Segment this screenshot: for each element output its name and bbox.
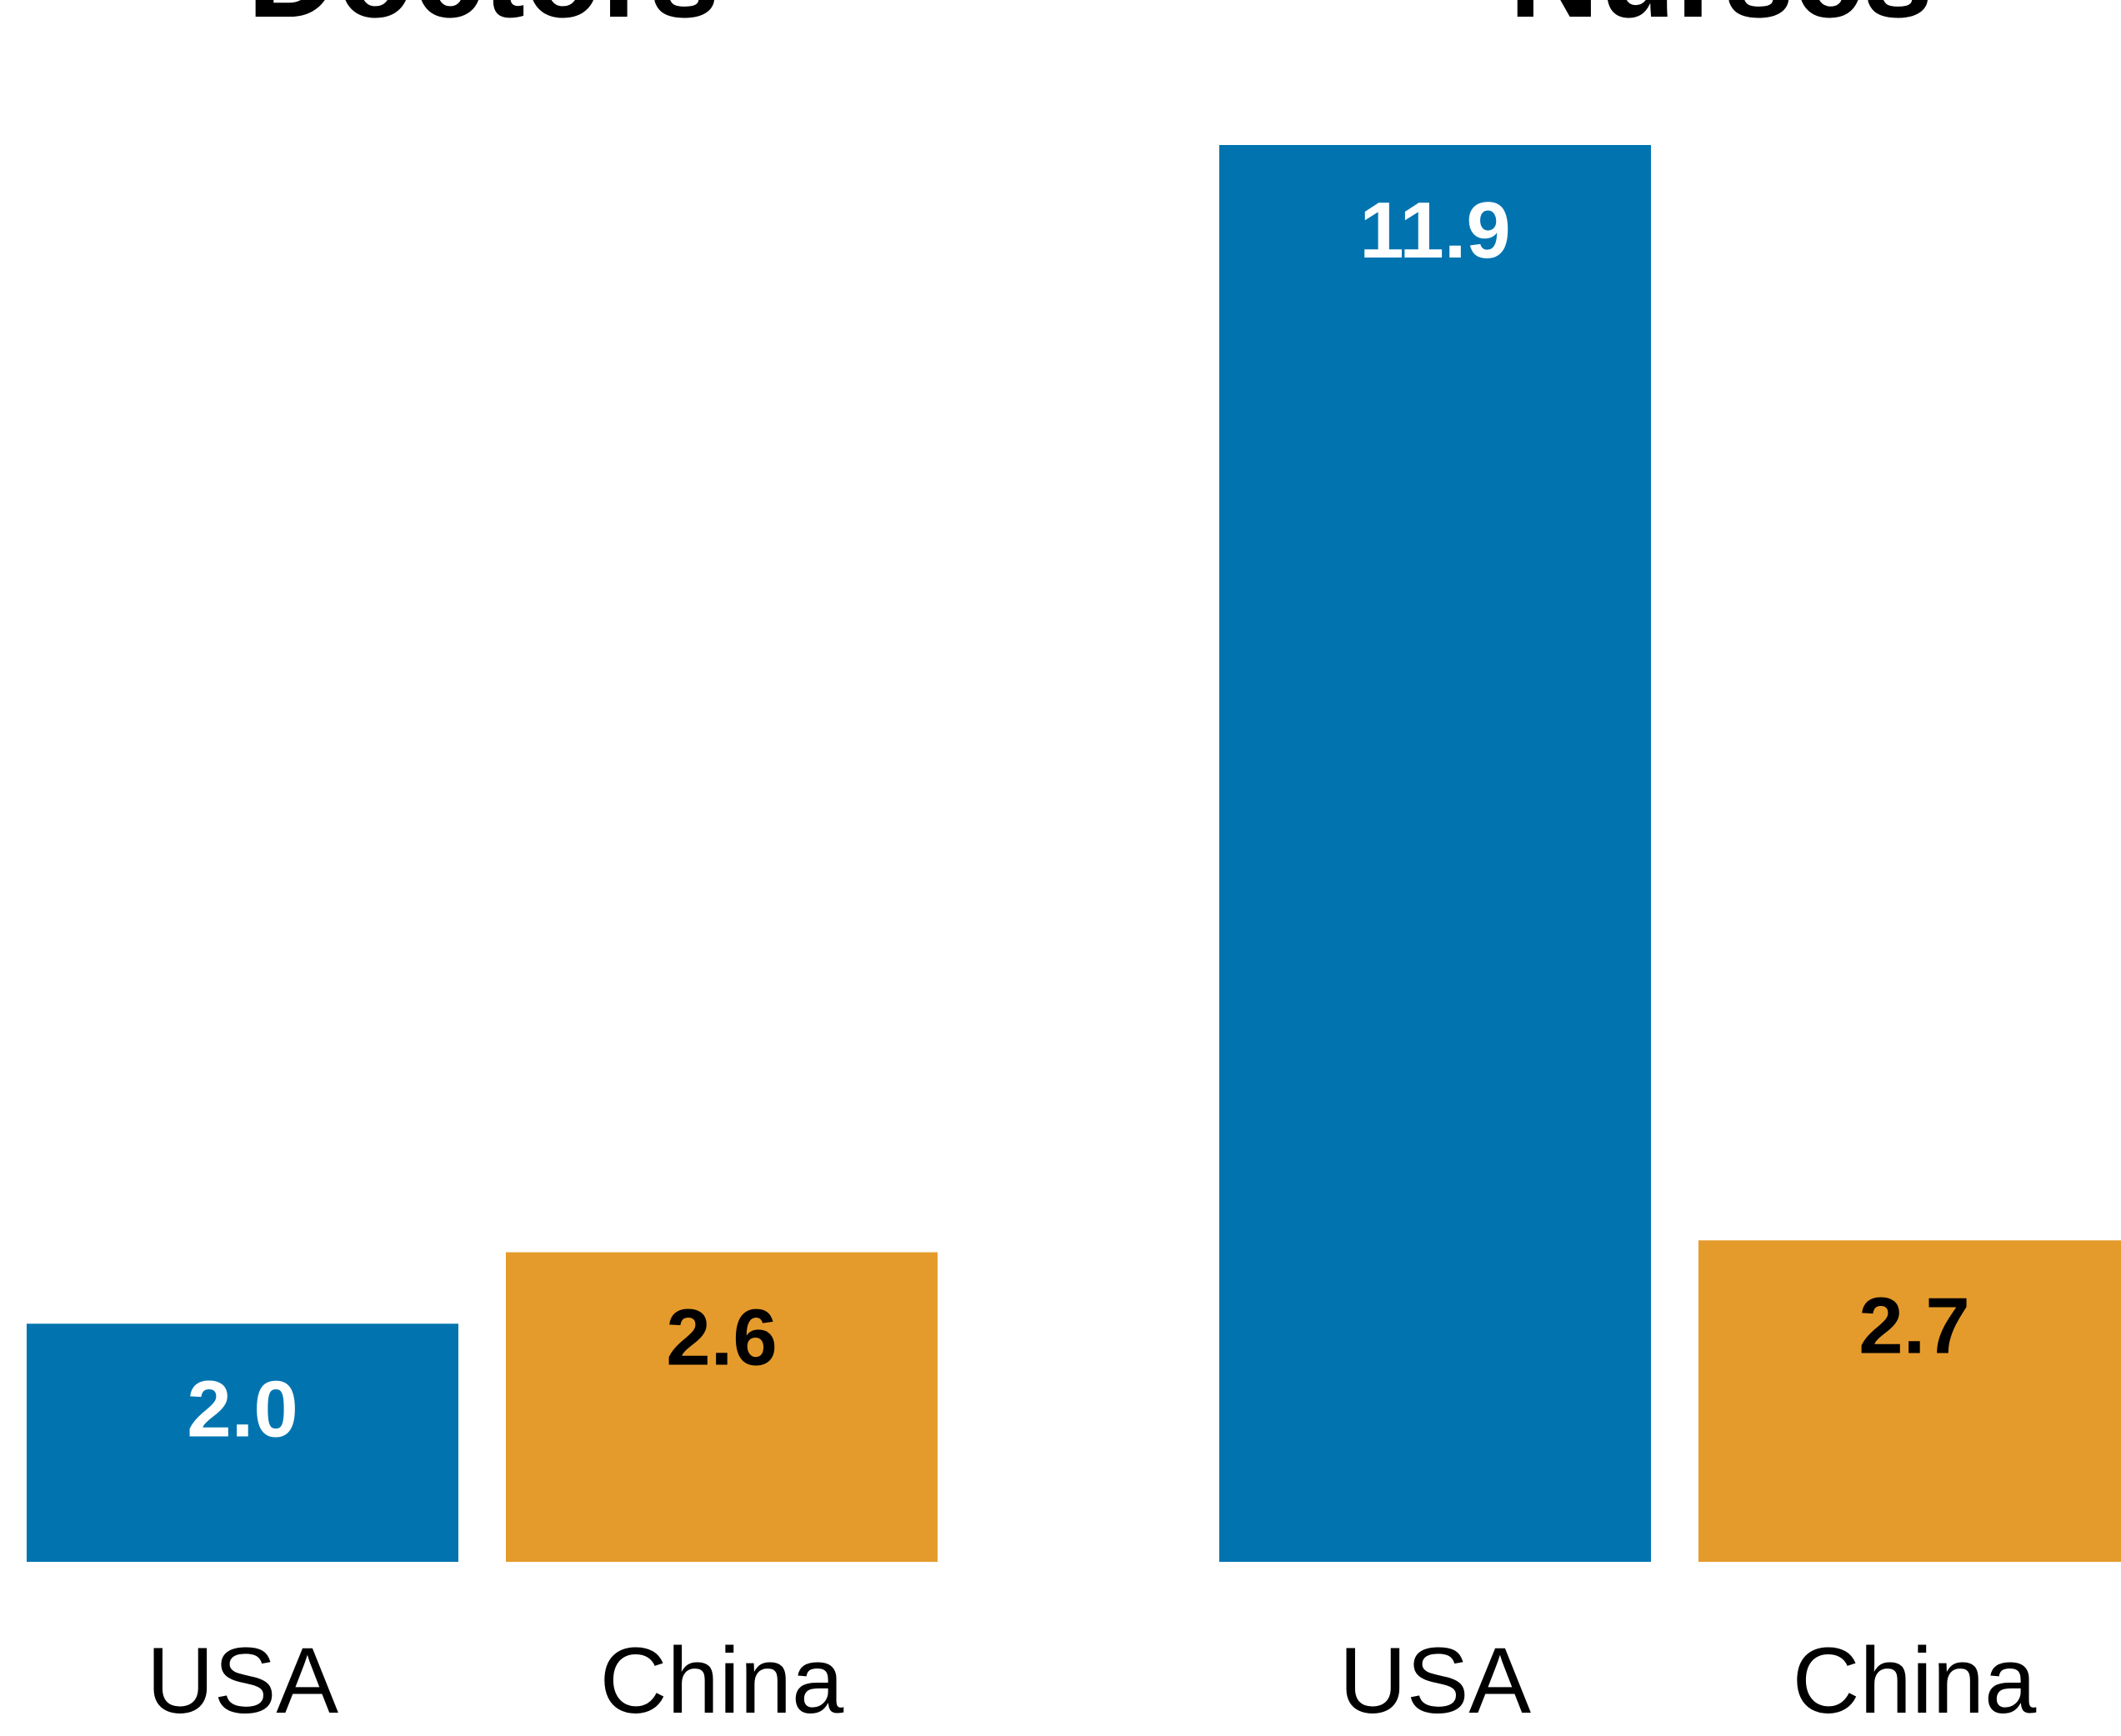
value-label-nurses-china: 2.7 — [1858, 1281, 1969, 1370]
tick-label-nurses-china: China — [1793, 1628, 2037, 1732]
panel-doctors: Doctors — [248, 0, 720, 43]
bar-doctors-usa — [27, 1323, 458, 1562]
tick-label-nurses-usa: USA — [1339, 1628, 1532, 1732]
tick-label-doctors-china: China — [600, 1628, 844, 1732]
value-label-doctors-china: 2.6 — [666, 1293, 777, 1383]
value-label-doctors-usa: 2.0 — [187, 1364, 298, 1453]
bar-nurses-usa — [1219, 145, 1651, 1562]
value-label-nurses-usa: 11.9 — [1359, 186, 1511, 275]
panel-title-doctors: Doctors — [248, 0, 720, 43]
panel-title-nurses: Nurses — [1509, 0, 1933, 43]
bar-doctors-china — [506, 1252, 938, 1562]
tick-label-doctors-usa: USA — [147, 1628, 339, 1732]
bar-nurses-china — [1698, 1240, 2121, 1562]
panel-nurses: Nurses — [1509, 0, 1933, 43]
